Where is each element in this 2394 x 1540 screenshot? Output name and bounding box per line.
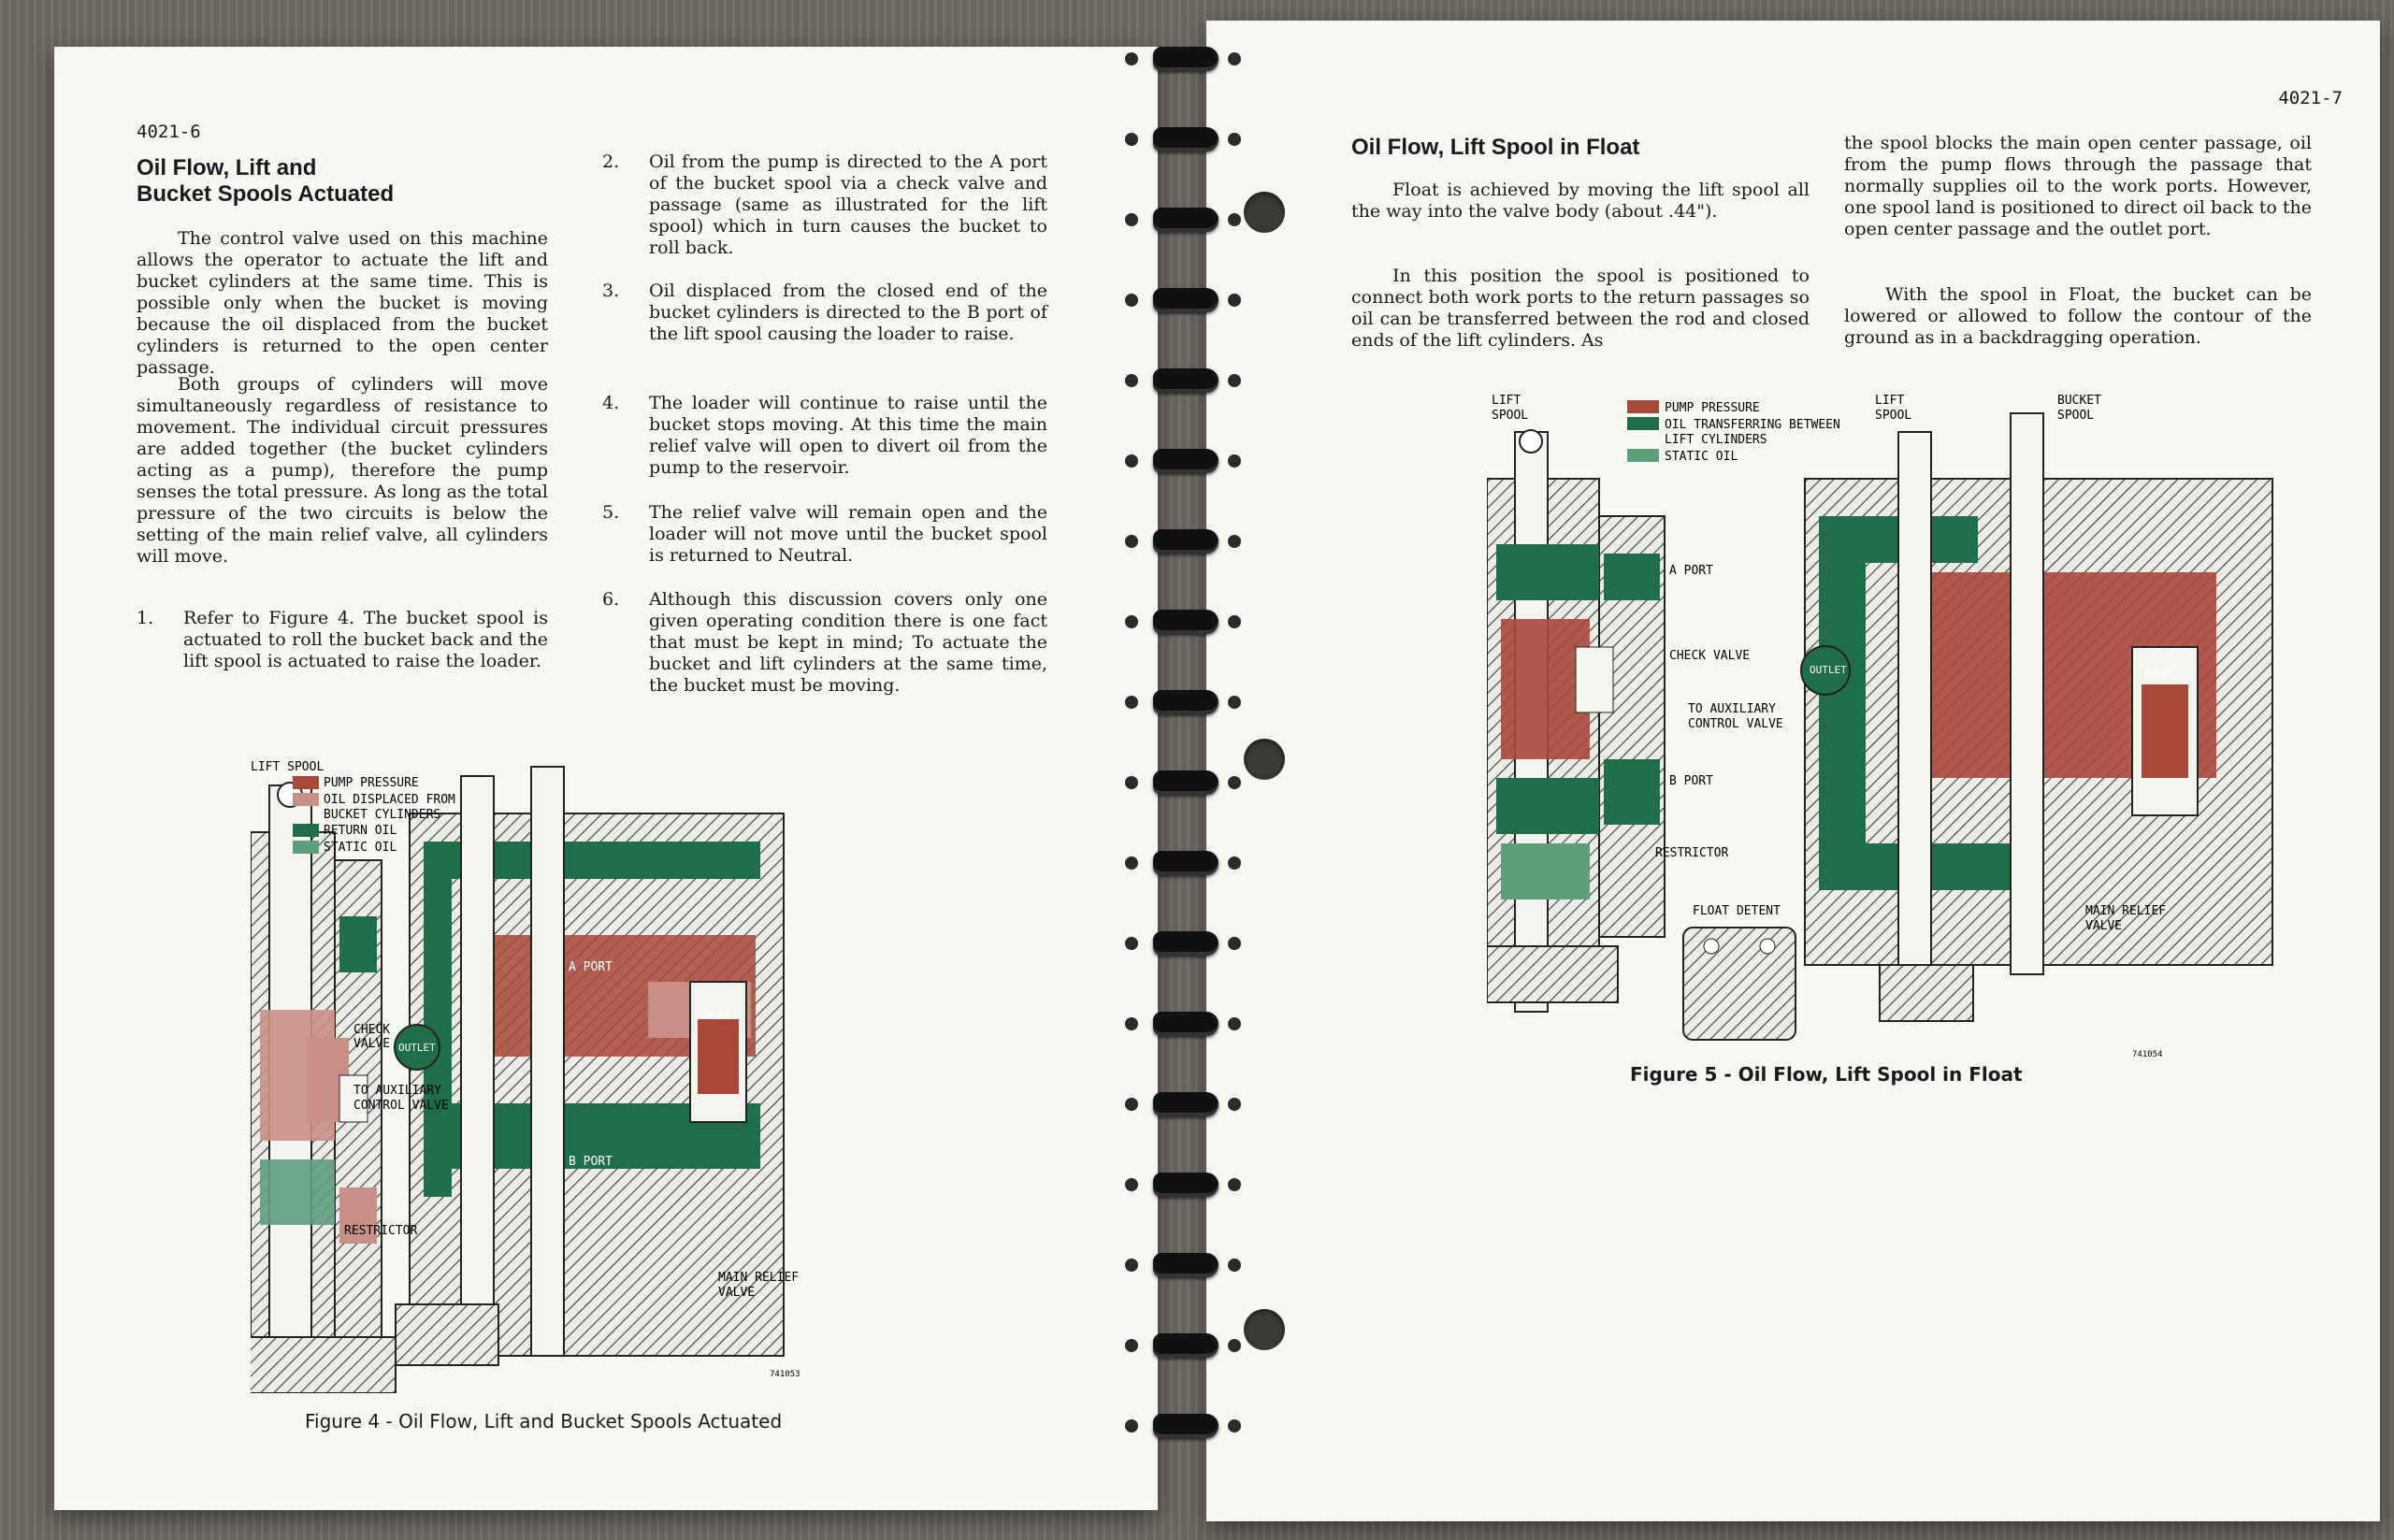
step-item: 5. The relief valve will remain open and… bbox=[602, 502, 1047, 566]
label-main-relief: VALVE bbox=[2085, 919, 2122, 933]
paragraph-spool-blocks: the spool blocks the main open center pa… bbox=[1844, 133, 2312, 239]
figure-4-caption: Figure 4 - Oil Flow, Lift and Bucket Spo… bbox=[305, 1410, 783, 1432]
binding-coil bbox=[1118, 610, 1248, 634]
figure-5-illustration: PUMP PRESSURE OIL TRANSFERRING BETWEEN L… bbox=[1487, 394, 2273, 1059]
binding-coil bbox=[1118, 368, 1248, 393]
label-main-relief: MAIN RELIEF bbox=[2085, 904, 2166, 918]
legend-label: OIL TRANSFERRING BETWEEN bbox=[1665, 418, 1840, 432]
label-lift-spool: LIFT SPOOL bbox=[251, 760, 324, 774]
binding-coil bbox=[1118, 770, 1248, 795]
binding-coil bbox=[1118, 1173, 1248, 1197]
legend-label: LIFT CYLINDERS bbox=[1665, 433, 1767, 447]
label-outlet: OUTLET bbox=[398, 1042, 436, 1054]
label-lift-spool: LIFT bbox=[1492, 394, 1521, 408]
label-main-relief: MAIN RELIEF bbox=[718, 1271, 799, 1285]
section-heading: Oil Flow, Lift Spool in Float bbox=[1351, 135, 1640, 160]
step-item: 2. Oil from the pump is directed to the … bbox=[602, 151, 1047, 258]
figure-code: 741054 bbox=[2132, 1050, 2163, 1059]
page-number: 4021-7 bbox=[2278, 88, 2343, 108]
legend-label: RETURN OIL bbox=[324, 824, 397, 838]
figure-4-legend: PUMP PRESSURE OIL DISPLACED FROM BUCKET … bbox=[293, 776, 455, 855]
label-a-port: A PORT bbox=[569, 960, 613, 974]
label-bucket-spool: SPOOL bbox=[2057, 409, 2094, 423]
return-passage bbox=[424, 842, 452, 1197]
center-spool bbox=[460, 775, 495, 1357]
label-a-port: A PORT bbox=[1669, 564, 1713, 578]
legend-label: PUMP PRESSURE bbox=[1665, 401, 1760, 415]
bucket-spool bbox=[2010, 412, 2044, 975]
binding-coil bbox=[1118, 47, 1248, 71]
figure-5-caption: Figure 5 - Oil Flow, Lift Spool in Float bbox=[1630, 1063, 2023, 1086]
figure-5-legend: PUMP PRESSURE OIL TRANSFERRING BETWEEN L… bbox=[1627, 400, 1840, 464]
punch-hole bbox=[1244, 192, 1285, 233]
label-inlet: INLET bbox=[699, 1010, 730, 1022]
step-item: 6. Although this discussion covers only … bbox=[602, 589, 1047, 696]
binding-coil bbox=[1118, 208, 1248, 232]
paragraph-intro: The control valve used on this machine a… bbox=[137, 228, 548, 378]
punch-hole bbox=[1244, 739, 1285, 780]
figure-code: 741053 bbox=[770, 1370, 800, 1379]
page-number: 4021-6 bbox=[137, 122, 201, 142]
paragraph-float: Float is achieved by moving the lift spo… bbox=[1351, 180, 1810, 222]
binding-coil bbox=[1118, 449, 1248, 473]
bucket-spool bbox=[530, 766, 565, 1357]
label-lift-spool: SPOOL bbox=[1875, 409, 1911, 423]
paragraph-position: In this position the spool is positioned… bbox=[1351, 266, 1810, 351]
binding-coil bbox=[1118, 690, 1248, 714]
binding-coil bbox=[1118, 1333, 1248, 1358]
legend-label: BUCKET CYLINDERS bbox=[324, 808, 440, 822]
label-inlet: INLET bbox=[2143, 668, 2174, 680]
center-spool bbox=[1897, 431, 1932, 1013]
legend-label: OIL DISPLACED FROM bbox=[324, 793, 455, 807]
label-auxiliary: CONTROL VALVE bbox=[353, 1099, 449, 1113]
label-float-detent: FLOAT DETENT bbox=[1693, 904, 1781, 918]
label-bucket-spool: BUCKET bbox=[2057, 394, 2101, 408]
label-outlet: OUTLET bbox=[1810, 664, 1847, 676]
binding-coil bbox=[1118, 288, 1248, 312]
left-page: 4021-6 Oil Flow, Lift and Bucket Spools … bbox=[54, 47, 1158, 1510]
float-detent bbox=[1682, 927, 1796, 1041]
transfer-passage bbox=[1819, 516, 1866, 890]
paragraph-backdrag: With the spool in Float, the bucket can … bbox=[1844, 284, 2312, 348]
legend-label: STATIC OIL bbox=[324, 841, 397, 855]
label-check-valve: VALVE bbox=[353, 1037, 390, 1051]
legend-label: STATIC OIL bbox=[1665, 450, 1738, 464]
label-lift-spool: LIFT bbox=[1875, 394, 1904, 408]
binding-coil bbox=[1118, 1092, 1248, 1116]
label-check-valve: CHECK bbox=[353, 1023, 390, 1037]
step-item: 4. The loader will continue to raise unt… bbox=[602, 393, 1047, 478]
binding-coil bbox=[1118, 931, 1248, 956]
binding-coil bbox=[1118, 1012, 1248, 1036]
label-main-relief: VALVE bbox=[718, 1286, 755, 1300]
label-restrictor: RESTRICTOR bbox=[1655, 846, 1728, 860]
label-b-port: B PORT bbox=[1669, 774, 1713, 788]
section-heading: Oil Flow, Lift and Bucket Spools Actuate… bbox=[137, 155, 395, 207]
label-auxiliary: TO AUXILIARY bbox=[1688, 702, 1776, 716]
right-page: 4021-7 Oil Flow, Lift Spool in Float Flo… bbox=[1206, 21, 2380, 1521]
step-item: 3. Oil displaced from the closed end of … bbox=[602, 281, 1047, 344]
spiral-binding bbox=[1118, 19, 1248, 1515]
figure-4-illustration: PUMP PRESSURE OIL DISPLACED FROM BUCKET … bbox=[251, 760, 800, 1393]
label-auxiliary: CONTROL VALVE bbox=[1688, 717, 1783, 731]
binding-coil bbox=[1118, 851, 1248, 875]
label-check-valve: CHECK VALVE bbox=[1669, 649, 1750, 663]
binding-coil bbox=[1118, 1253, 1248, 1277]
binding-coil bbox=[1118, 529, 1248, 554]
paragraph-cylinders: Both groups of cylinders will move simul… bbox=[137, 374, 548, 567]
punch-hole bbox=[1244, 1309, 1285, 1350]
label-lift-spool: SPOOL bbox=[1492, 409, 1528, 423]
binding-coil bbox=[1118, 127, 1248, 151]
label-b-port: B PORT bbox=[569, 1155, 613, 1169]
label-auxiliary: TO AUXILIARY bbox=[353, 1084, 441, 1098]
label-restrictor: RESTRICTOR bbox=[344, 1224, 417, 1238]
binding-coil bbox=[1118, 1414, 1248, 1438]
step-item: 1. Refer to Figure 4. The bucket spool i… bbox=[137, 608, 548, 671]
legend-label: PUMP PRESSURE bbox=[324, 776, 419, 790]
